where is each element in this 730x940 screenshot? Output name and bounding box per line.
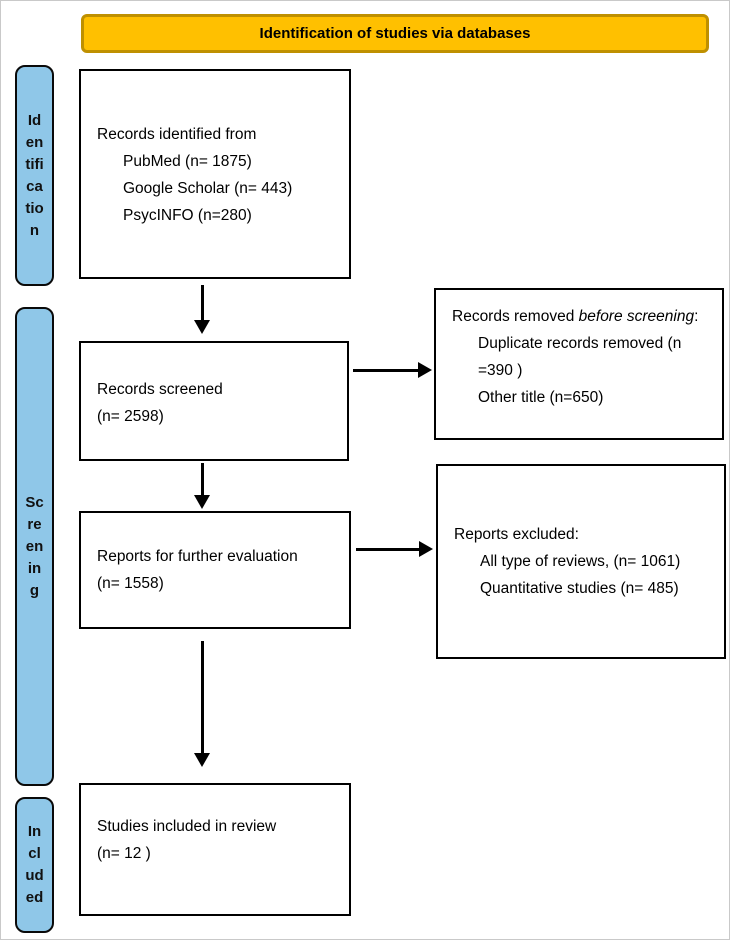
stage-bar-screening-label: Sc re en in g xyxy=(25,493,44,599)
studies-included-line1: Studies included in review xyxy=(97,818,277,835)
studies-included-count: (n= 12 ) xyxy=(97,845,151,862)
box-reports-evaluation: Reports for further evaluation (n= 1558) xyxy=(79,511,351,629)
box-records-screened: Records screened (n= 2598) xyxy=(79,341,349,461)
records-removed-item-other-title: Other title (n=650) xyxy=(478,389,604,406)
stage-bar-screening: Sc re en in g xyxy=(15,307,54,786)
reports-excluded-item-reviews: All type of reviews, (n= 1061) xyxy=(480,553,681,570)
records-identified-item-google-scholar: Google Scholar (n= 443) xyxy=(123,180,293,197)
banner-title: Identification of studies via databases xyxy=(259,25,531,42)
records-removed-title-suffix: : xyxy=(694,308,699,325)
arrow-identified-to-screened xyxy=(201,285,204,321)
arrow-evaluation-to-included xyxy=(201,641,204,754)
stage-bar-included: In cl ud ed xyxy=(15,797,54,933)
records-identified-item-psycinfo: PsycINFO (n=280) xyxy=(123,207,252,224)
records-identified-item-pubmed: PubMed (n= 1875) xyxy=(123,153,252,170)
reports-evaluation-line1: Reports for further evaluation xyxy=(97,548,298,565)
arrow-screened-to-removed xyxy=(353,369,419,372)
records-removed-item-duplicates: Duplicate records removed (n =390 ) xyxy=(478,335,682,379)
reports-excluded-title: Reports excluded: xyxy=(454,526,579,543)
box-records-identified: Records identified from PubMed (n= 1875)… xyxy=(79,69,351,279)
arrow-evaluation-to-excluded xyxy=(356,548,420,551)
box-records-removed: Records removed before screening: Duplic… xyxy=(434,288,724,440)
records-removed-title-prefix: Records removed xyxy=(452,308,579,325)
stage-bar-identification-label: Id en tifi ca tio n xyxy=(25,111,44,239)
reports-excluded-item-quantitative: Quantitative studies (n= 485) xyxy=(480,580,679,597)
stage-bar-identification: Id en tifi ca tio n xyxy=(15,65,54,286)
box-studies-included: Studies included in review (n= 12 ) xyxy=(79,783,351,916)
records-identified-title: Records identified from xyxy=(97,126,257,143)
banner-identification-via-databases: Identification of studies via databases xyxy=(81,14,709,53)
reports-evaluation-count: (n= 1558) xyxy=(97,575,164,592)
records-removed-title: Records removed before screening: xyxy=(452,303,708,330)
records-screened-count: (n= 2598) xyxy=(97,408,164,425)
records-screened-line1: Records screened xyxy=(97,381,223,398)
arrow-screened-to-evaluation xyxy=(201,463,204,496)
stage-bar-included-label: In cl ud ed xyxy=(25,823,44,906)
records-removed-title-italic: before screening xyxy=(578,308,695,325)
box-reports-excluded: Reports excluded: All type of reviews, (… xyxy=(436,464,726,659)
